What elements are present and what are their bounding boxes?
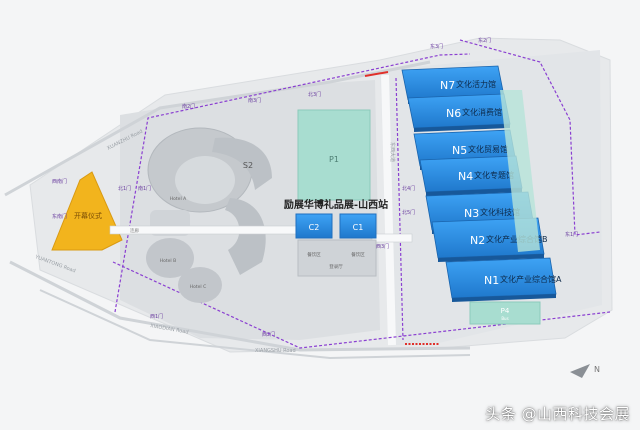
hall-name: 文化贸易馆 bbox=[468, 144, 508, 154]
hall-code: N5 bbox=[452, 144, 467, 157]
corridor-label: 连廊 bbox=[130, 227, 139, 234]
gate-west-3: 西3门 bbox=[376, 243, 389, 250]
visitor-route bbox=[112, 39, 611, 349]
gate-north-5: 北5门 bbox=[402, 209, 415, 216]
s2-label: S2 bbox=[243, 161, 253, 170]
hall-code: N3 bbox=[464, 207, 479, 220]
watermark: 头条 @山西科技会展 bbox=[485, 405, 630, 423]
hall-name: 文化活力馆 bbox=[456, 79, 496, 89]
hall-code: N6 bbox=[446, 107, 461, 120]
hall-name: 文化消费馆 bbox=[462, 107, 502, 117]
hall-name: 文化科技馆 bbox=[480, 207, 520, 217]
p4-label: P4 bbox=[501, 307, 510, 315]
hall-block-side bbox=[452, 294, 556, 302]
hall-block-side bbox=[414, 124, 510, 132]
dining-left-label: 餐饮区 bbox=[307, 251, 321, 258]
hotel-c-label: Hotel C bbox=[190, 284, 207, 290]
hall-code: N1 bbox=[484, 274, 499, 287]
c2-label: C2 bbox=[309, 223, 320, 232]
hotel-a-label: Hotel A bbox=[170, 196, 187, 202]
event-title: 励展华博礼品展-山西站 bbox=[284, 198, 388, 211]
p1-label: P1 bbox=[329, 155, 339, 164]
gate-east-3: 东3门 bbox=[430, 43, 443, 50]
c-halls: C2 C1 餐饮区 餐饮区 登录厅 bbox=[295, 213, 377, 277]
c1-label: C1 bbox=[353, 223, 364, 232]
ceremony-label: 开幕仪式 bbox=[74, 211, 102, 220]
gate-north-1: 北1门 bbox=[118, 185, 131, 192]
p4-sub-label: Bus bbox=[501, 316, 508, 321]
south-complex bbox=[146, 127, 272, 303]
hall-name: 文化产业综合馆A bbox=[500, 274, 562, 284]
hall-name: 文化专题馆 bbox=[474, 170, 514, 180]
gate-south-3: 南3门 bbox=[248, 97, 261, 104]
road-label-bottom: XIANGSHU Road bbox=[255, 348, 296, 354]
gate-east-2: 东2门 bbox=[478, 37, 491, 44]
compass-label: N bbox=[594, 365, 600, 374]
gate-north-3: 北3门 bbox=[308, 91, 321, 98]
dining-right-label: 餐饮区 bbox=[351, 251, 365, 258]
gate-west-2: 西2门 bbox=[262, 331, 275, 338]
hall-block-side bbox=[438, 254, 544, 262]
road-label-inner-vertical: 东西大道 bbox=[389, 142, 396, 162]
gate-east-south: 东南门 bbox=[52, 213, 67, 220]
hall-code: N2 bbox=[470, 234, 485, 247]
gate-south-1: 南1门 bbox=[138, 185, 151, 192]
dining-center-label: 登录厅 bbox=[329, 263, 343, 270]
gate-west-south: 西南门 bbox=[52, 178, 67, 185]
roads bbox=[4, 60, 471, 360]
hall-code: N4 bbox=[458, 170, 473, 183]
opening-ceremony-area: 开幕仪式 bbox=[51, 171, 123, 251]
p1-block: P1 bbox=[297, 109, 371, 201]
east-green-areas: P4 Bus bbox=[469, 90, 541, 325]
hotel-b-label: Hotel B bbox=[160, 258, 176, 264]
gate-north-4: 北4门 bbox=[402, 185, 415, 192]
hall-code: N7 bbox=[440, 79, 455, 92]
hall-block-side bbox=[426, 188, 522, 196]
gate-west-1: 西1门 bbox=[150, 313, 163, 320]
n-halls: N7文化活力馆N6文化消费馆N5文化贸易馆N4文化专题馆N3文化科技馆N2文化产… bbox=[401, 65, 562, 302]
gate-labels: 西南门 东南门 北1门 南1门 南2门 南3门 北3门 北4门 北5门 东1门 … bbox=[52, 37, 578, 338]
gate-south-2: 南2门 bbox=[182, 103, 195, 110]
compass: N bbox=[570, 364, 600, 378]
gate-east-1: 东1门 bbox=[565, 231, 578, 238]
